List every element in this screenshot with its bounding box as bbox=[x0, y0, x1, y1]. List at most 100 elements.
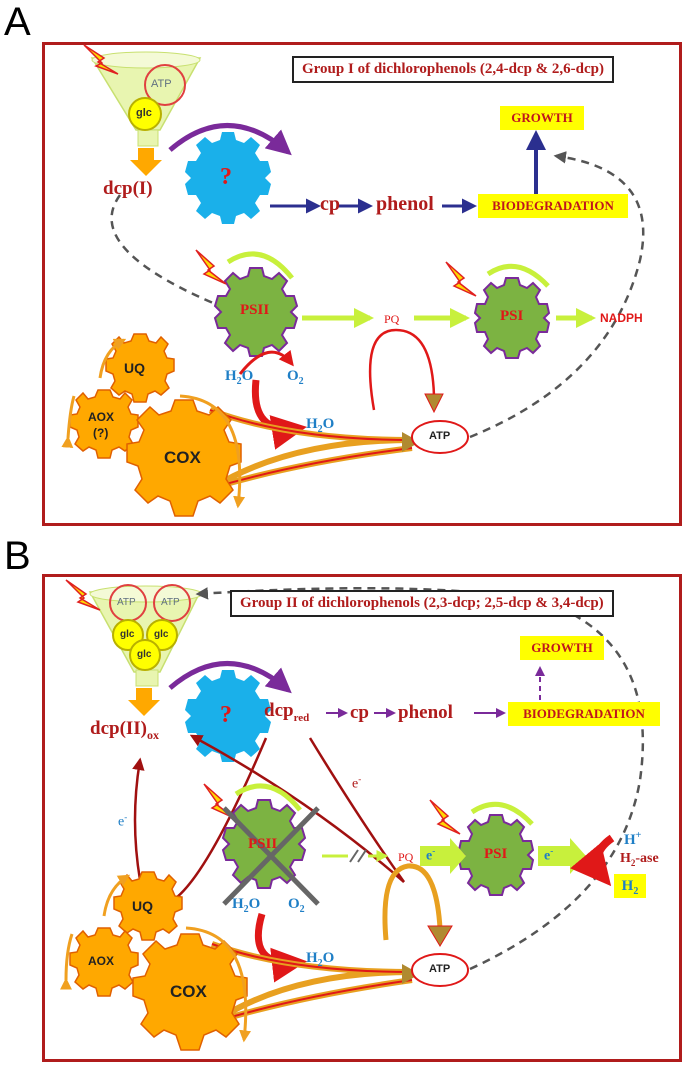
e-minus-b-4: e- bbox=[544, 846, 553, 865]
atp-b-label: ATP bbox=[429, 963, 451, 975]
pq-b-label: PQ bbox=[398, 850, 414, 864]
e-minus-b-3-e: e bbox=[426, 848, 433, 864]
h-plus-b-sup: + bbox=[635, 830, 642, 841]
dcp-red-b-sub: red bbox=[293, 711, 310, 724]
aox-gear-b bbox=[69, 927, 139, 997]
biodegradation-a-label: BIODEGRADATION bbox=[478, 194, 628, 218]
gold-arrowhead-atp-b bbox=[427, 925, 453, 947]
phenol-a-label: phenol bbox=[376, 193, 434, 215]
aox-a-question: (?) bbox=[93, 426, 109, 440]
h2o-out-a-h: H bbox=[306, 416, 318, 432]
lightning-icon-b bbox=[65, 579, 101, 611]
line-dcpred-to-pq bbox=[308, 737, 406, 883]
dashed-atp-to-growth bbox=[469, 151, 645, 439]
h2o-in-b-h: H bbox=[232, 896, 244, 912]
gold-arc-pq-atp-b bbox=[382, 863, 443, 941]
panel-a-frame bbox=[42, 42, 682, 526]
blue-gear-a bbox=[185, 132, 271, 224]
h2ase-b-h: H bbox=[620, 851, 631, 866]
dcp-red-b-text: dcp bbox=[264, 700, 294, 721]
o2-a-sub: 2 bbox=[298, 376, 304, 387]
funnel-b-glc3-label: glc bbox=[137, 649, 152, 660]
e-minus-b-4-sup: - bbox=[550, 846, 554, 856]
orange-arc-aox-b bbox=[59, 933, 74, 990]
h2o-out-b-sub: 2 bbox=[317, 958, 323, 969]
funnel-b-atp1-label: ATP bbox=[117, 597, 136, 608]
purple-arc-a bbox=[168, 123, 292, 156]
orange-arc-aox-a bbox=[61, 395, 76, 449]
dashed-dcp-to-psii bbox=[110, 194, 231, 312]
psii-arc-a bbox=[226, 251, 294, 280]
h2o-in-a-sub: 2 bbox=[236, 376, 242, 387]
growth-a-label: GROWTH bbox=[500, 106, 584, 130]
arrow-o2-to-h2o-b bbox=[254, 913, 307, 983]
h2-b-h: H bbox=[621, 878, 634, 894]
e-minus-b-1: e- bbox=[352, 774, 361, 793]
panel-a-letter: A bbox=[4, 0, 31, 44]
e-minus-b-2-sup: - bbox=[124, 812, 128, 822]
dcp-a-text: dcp bbox=[103, 178, 133, 199]
arrow-o2-to-h2o-a bbox=[251, 379, 307, 450]
orange-arc-uq-b bbox=[102, 874, 131, 917]
funnel-b-atp2-label: ATP bbox=[161, 597, 180, 608]
h2o-in-b-sub: 2 bbox=[243, 904, 249, 915]
purple-arc-b bbox=[168, 661, 292, 694]
e-minus-b-2: e- bbox=[118, 812, 127, 831]
psi-b-label: PSI bbox=[484, 846, 508, 862]
arrow-pq-to-psi-b bbox=[420, 838, 466, 874]
h2ase-b-label: H2-ase bbox=[620, 851, 659, 868]
arrow-h2o-to-o2-a bbox=[238, 349, 294, 375]
e-minus-b-3: e- bbox=[426, 846, 435, 865]
o2-a-label: O2 bbox=[287, 368, 304, 387]
cox-tube-b-edge2 bbox=[213, 979, 413, 1023]
panel-a-title: Group I of dichlorophenols (2,4-dcp & 2,… bbox=[292, 56, 614, 83]
biodegradation-b-label: BIODEGRADATION bbox=[508, 702, 660, 726]
funnel-b-glc3 bbox=[129, 639, 161, 671]
funnel-a-glc-label: glc bbox=[136, 107, 152, 119]
funnel-b-glc1-label: glc bbox=[120, 629, 135, 640]
h2o-in-b-label: H2O bbox=[232, 896, 260, 915]
atp-ellipse-a bbox=[411, 420, 469, 454]
growth-b-label: GROWTH bbox=[520, 636, 604, 660]
dcp-a-sub: (I) bbox=[132, 178, 153, 199]
funnel-b-atp2-circle bbox=[153, 584, 191, 622]
aox-a-label: AOX bbox=[88, 410, 115, 424]
o2-b-label: O2 bbox=[288, 896, 305, 915]
e-minus-b-2-e: e bbox=[118, 814, 125, 830]
h-plus-b-label: H+ bbox=[624, 830, 641, 849]
funnel-a bbox=[90, 51, 202, 147]
psii-a-label: PSII bbox=[240, 302, 270, 318]
h2ase-b-tail: -ase bbox=[635, 851, 659, 866]
uq-gear-a bbox=[105, 333, 175, 403]
lightning-icon bbox=[83, 44, 119, 75]
funnel-a-atp-label: ATP bbox=[151, 78, 172, 90]
lightning-icon-psii-a bbox=[195, 249, 227, 285]
cox-tube-a-arrowhead bbox=[402, 432, 420, 452]
orange-down-arrow bbox=[130, 148, 162, 176]
h2o-out-b-h: H bbox=[306, 950, 318, 966]
h2-b-sub: 2 bbox=[633, 886, 639, 897]
h2o-out-b-o: O bbox=[322, 950, 335, 966]
uq-a-label: UQ bbox=[124, 360, 145, 376]
panel-b-letter: B bbox=[4, 534, 31, 578]
h2o-out-a-o: O bbox=[322, 416, 335, 432]
phenol-b-label: phenol bbox=[398, 702, 453, 723]
orange-down-arrow-b bbox=[128, 688, 160, 716]
psii-b-label: PSII bbox=[248, 836, 278, 852]
e-minus-b-3-sup: - bbox=[432, 846, 436, 856]
cox-b-label: COX bbox=[170, 982, 207, 1001]
panel-b-frame bbox=[42, 574, 682, 1062]
funnel-a-atp-circle bbox=[144, 64, 186, 106]
break-mark-2 bbox=[357, 849, 367, 863]
o2-b-o: O bbox=[288, 896, 300, 912]
h2o-in-a-label: H2O bbox=[225, 368, 253, 387]
orange-arc-uq-a bbox=[98, 338, 127, 379]
nadph-a-label: NADPH bbox=[600, 311, 643, 325]
red-arrowhead-atp bbox=[424, 393, 444, 414]
psi-a-label: PSI bbox=[500, 308, 524, 324]
uq-b-label: UQ bbox=[132, 898, 153, 914]
question-b: ? bbox=[220, 702, 232, 728]
h2o-out-a-sub: 2 bbox=[317, 424, 323, 435]
orange-arc-cox-a bbox=[179, 394, 246, 509]
